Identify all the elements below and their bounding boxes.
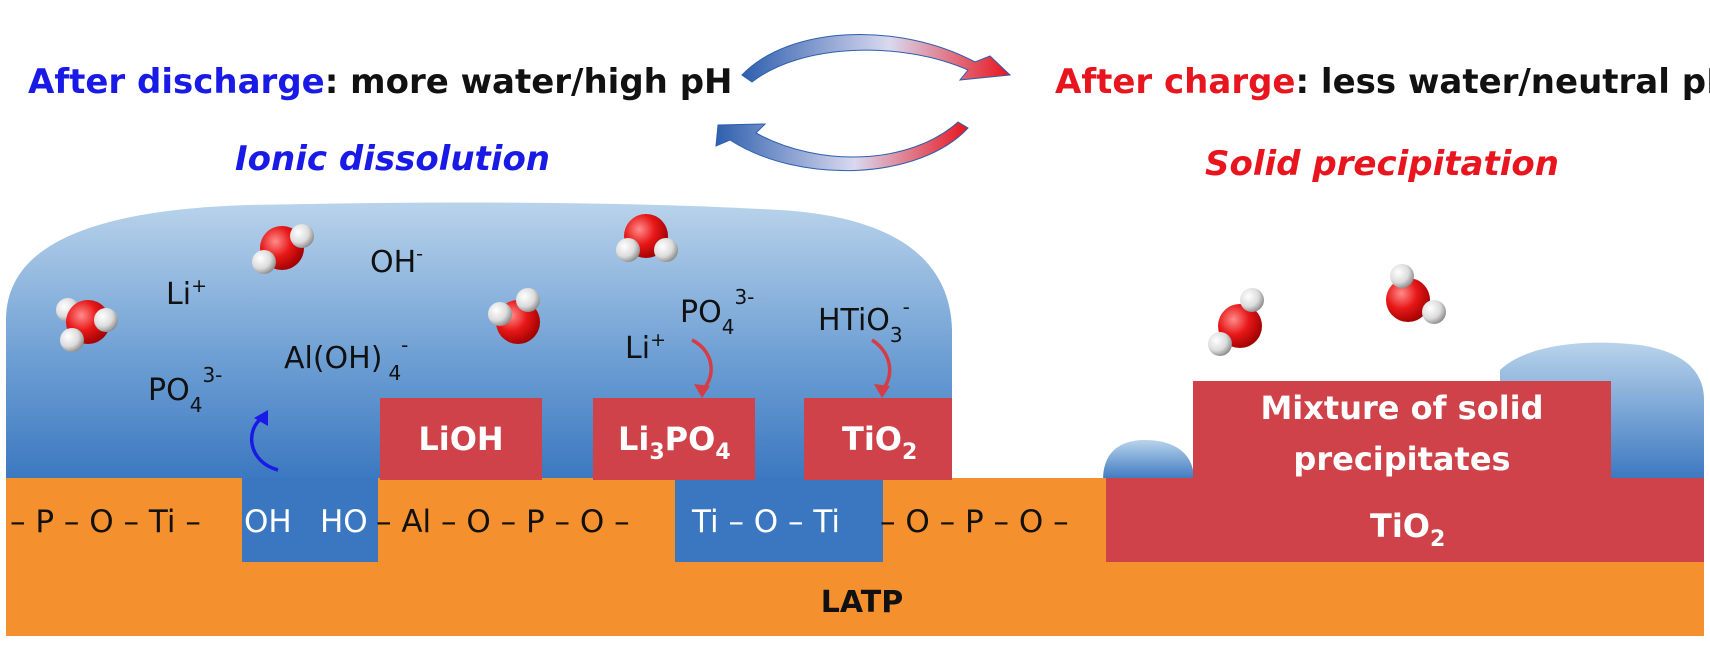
cycle-arrows-icon xyxy=(715,34,1012,172)
mixture-line2: precipitates xyxy=(1293,440,1510,478)
after-discharge-desc: : more water/high pH xyxy=(325,62,733,102)
latp-label: LATP xyxy=(821,585,903,620)
tio2-right-label: TiO2 xyxy=(1370,507,1445,552)
tio2-box xyxy=(804,398,952,480)
header-left: After discharge: more water/high pH xyxy=(28,62,733,102)
small-droplet xyxy=(1103,440,1194,480)
after-discharge-label: After discharge xyxy=(28,62,325,102)
water-molecule-icon xyxy=(1208,288,1264,356)
chain-segment-2: – Al – O – P – O – xyxy=(376,504,630,540)
ion-li-2: Li+ xyxy=(625,329,666,366)
precipitation-arrow-icon-2 xyxy=(870,338,892,398)
dissolution-pit-mid xyxy=(675,478,883,562)
after-charge-label: After charge xyxy=(1055,62,1296,102)
header-right: After charge: less water/neutral pH xyxy=(1055,62,1710,102)
water-molecule-icon xyxy=(56,298,118,352)
ion-li-1: Li+ xyxy=(166,275,207,312)
ion-oh: OH- xyxy=(370,243,423,280)
chain-segment-1: – P – O – Ti – xyxy=(10,504,201,540)
water-molecule-icon xyxy=(1386,264,1446,324)
mixture-precipitates-box xyxy=(1193,381,1611,481)
ion-htio3: HTiO3- xyxy=(818,295,910,347)
after-charge-desc: : less water/neutral pH xyxy=(1296,62,1710,102)
lioh-box xyxy=(380,398,542,480)
chain-segment-3: – O – P – O – xyxy=(880,504,1069,540)
ionic-dissolution-label: Ionic dissolution xyxy=(235,139,550,179)
li3po4-box xyxy=(593,398,755,480)
ion-po4-2: PO43- xyxy=(680,285,754,339)
solid-precipitation-label: Solid precipitation xyxy=(1205,144,1559,184)
chain-oh: OH xyxy=(244,504,292,540)
mixture-line1: Mixture of solid xyxy=(1260,389,1543,427)
li3po4-label: Li3PO4 xyxy=(618,420,731,465)
ion-po4-1: PO43- xyxy=(148,363,222,417)
dissolution-arrow-icon xyxy=(249,410,279,472)
tio2-label: TiO2 xyxy=(842,420,917,465)
chain-ho: HO xyxy=(320,504,368,540)
water-molecule-icon xyxy=(488,288,540,344)
dissolution-pit-left xyxy=(242,478,378,562)
ion-aloh4: Al(OH)4- xyxy=(284,333,408,385)
chain-ti-o-ti: Ti – O – Ti xyxy=(691,504,840,540)
lioh-label: LiOH xyxy=(418,420,503,458)
water-molecule-icon xyxy=(252,224,314,274)
precipitation-arrow-icon-1 xyxy=(691,338,713,398)
precipitate-layer xyxy=(1106,478,1704,562)
water-molecule-icon xyxy=(616,214,678,262)
